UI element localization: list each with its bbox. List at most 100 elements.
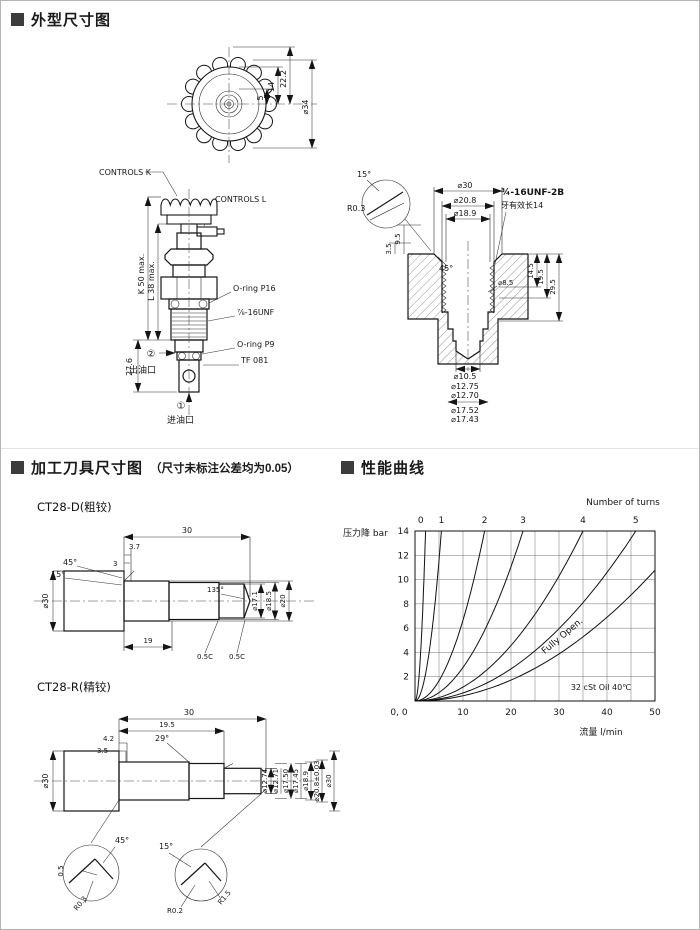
tool-fine-dim-d17-50: ⌀17.50	[282, 769, 290, 793]
cavity-thread-spec: ¾-16UNF-2B	[501, 188, 564, 198]
curve-turns-2	[414, 530, 486, 702]
tool-fine-detail-left: 45° 0.5 R0.3	[57, 836, 129, 912]
chart-fully-open-label: Fully Open.	[540, 616, 585, 656]
tool-fine-dim-4-2: 4.2	[103, 735, 114, 743]
detail-right-r0-2: R0.2	[167, 907, 183, 915]
chart-oil-annotation: 32 cSt Oil 40℃	[571, 683, 631, 692]
curve-turns-0	[414, 530, 427, 702]
cavity-dim-d8-5: ⌀8.5	[498, 279, 513, 287]
section-bullet-icon	[341, 461, 354, 474]
tool-coarse-dim-d17-1: ⌀17.1	[251, 591, 259, 611]
x-tick-label: 40	[601, 708, 613, 718]
curve-turns-4	[414, 530, 584, 702]
curve-turns-1	[414, 530, 442, 702]
tool-coarse-angle-45: 45°	[63, 558, 77, 567]
tool-coarse-view: CT28-D(粗铰) ⌀30 45° 15° 30 3.7	[34, 500, 314, 661]
x-tick-label: 50	[649, 708, 661, 718]
tool-coarse-angle-135: 135°	[207, 586, 224, 594]
tool-coarse-dim-30: 30	[182, 526, 192, 535]
y-tick-label: 2	[403, 673, 409, 683]
y-tick-label: 6	[403, 624, 409, 634]
cavity-dim-d18-9: ⌀18.9	[454, 209, 477, 218]
section-bullet-icon	[11, 13, 24, 26]
y-tick-label: 12	[398, 551, 409, 561]
x-tick-label: 30	[553, 708, 565, 718]
detail-bubble	[62, 844, 120, 902]
turns-tick-label: 4	[580, 516, 586, 526]
curve-turns-Fully Open	[414, 569, 656, 702]
section1-header: 外型尺寸图	[11, 9, 111, 30]
cavity-thread-note: 牙有效长14	[501, 200, 543, 210]
tool-coarse-dim-d18-5: ⌀18.5	[265, 591, 273, 611]
tool-coarse-title: CT28-D(粗铰)	[37, 500, 112, 514]
port1-symbol: ①	[177, 401, 186, 412]
tool-coarse-chamfer-a: 0.5C	[197, 653, 213, 661]
cavity-code-label: TF 081	[240, 356, 268, 365]
chart-x-axis-label: 流量 l/min	[579, 726, 622, 738]
valve-side-view: CONTROLS K CONTROLS L	[99, 168, 276, 426]
dim-27-6: 27.6	[125, 358, 134, 376]
cavity-dim-14-5: 14.5	[527, 263, 535, 279]
section2-header: 加工刀具尺寸图 （尺寸未标注公差均为0.05）	[11, 457, 299, 478]
tool-fine-dim-d12-74: ⌀12.74	[261, 768, 269, 793]
section-bullet-icon	[11, 461, 24, 474]
section1-title: 外型尺寸图	[31, 12, 112, 29]
knob-dim-14: 14	[267, 82, 276, 92]
tool-fine-dim-d17-45: ⌀17.45	[292, 769, 300, 793]
knob-dim-5: 5	[256, 95, 265, 100]
thread-ticks	[441, 264, 495, 314]
cavity-dim-d17-43: ⌀17.43	[451, 415, 479, 424]
cavity-dim-3-5: 3.5	[385, 243, 393, 254]
detail-left-angle-45: 45°	[115, 836, 129, 845]
cavity-angle-15: 15°	[357, 170, 371, 179]
x-tick-label: 20	[505, 708, 517, 718]
knob-dim-22-2: 22.2	[279, 70, 288, 88]
oring-p16-label: O-ring P16	[233, 284, 276, 293]
cavity-dim-d20-8: ⌀20.8	[454, 196, 477, 205]
outline-dimension-drawing: 5 14 22.2 ⌀34 CONTROLS K CONTROLS L	[99, 46, 564, 426]
tool-coarse-dim-d20: ⌀20	[279, 594, 287, 607]
tool-coarse-angle-15: 15°	[51, 570, 65, 579]
tool-fine-angle-29: 29°	[155, 734, 169, 743]
chart-frame	[414, 530, 656, 702]
tool-fine-detail-right: 15° R1.5 R0.2	[159, 842, 233, 915]
cavity-r0-3: R0.3	[347, 204, 365, 213]
detail-left-dim-0-5: 0.5	[57, 865, 65, 876]
turns-tick-label: 0	[418, 516, 424, 526]
cavity-dim-d12-70: ⌀12.70	[451, 391, 479, 400]
y-tick-label: 14	[398, 527, 410, 537]
turns-tick-label: 2	[482, 516, 488, 526]
tool-coarse-dim-d30: ⌀30	[41, 594, 50, 609]
section3-header: 性能曲线	[341, 457, 425, 478]
tool-dimension-drawing: CT28-D(粗铰) ⌀30 45° 15° 30 3.7	[34, 500, 340, 915]
y-tick-label: 8	[403, 600, 409, 610]
port2-label: 出油口	[129, 364, 156, 376]
section2-note: （尺寸未标注公差均为0.05）	[150, 462, 299, 475]
x-tick-label: 10	[457, 708, 469, 718]
tool-fine-dim-d30-shank: ⌀30	[41, 774, 50, 789]
cavity-dim-d10-5: ⌀10.5	[454, 372, 477, 381]
locknut	[164, 248, 214, 266]
cavity-dim-d30: ⌀30	[458, 181, 473, 190]
port2-symbol: ②	[147, 349, 156, 360]
knob-top-view: 5 14 22.2 ⌀34	[167, 46, 317, 163]
tool-fine-dim-d12-71: ⌀12.71	[272, 769, 280, 793]
y-tick-label: 4	[403, 648, 409, 658]
cavity-thread-ticks	[441, 264, 495, 314]
y-tick-label: 10	[398, 576, 410, 586]
detail-right-r1-5: R1.5	[216, 889, 232, 906]
tool-fine-dim-d18-9: ⌀18.9	[302, 771, 310, 791]
turns-tick-label: 1	[439, 516, 445, 526]
tool-coarse-chamfer-b: 0.5C	[229, 653, 245, 661]
tool-fine-dim-19-5: 19.5	[159, 721, 175, 729]
detail-bubble	[174, 848, 228, 902]
tool-coarse-dim-3: 3	[113, 560, 117, 568]
tool-coarse-dim-3-7: 3.7	[129, 543, 140, 551]
tool-coarse-dim-19: 19	[144, 637, 153, 645]
tool-fine-dim-d30-right: ⌀30	[325, 774, 333, 787]
chart-top-axis-label: Number of turns	[586, 498, 660, 508]
tool-fine-dim-3-5: 3.5	[97, 747, 108, 755]
detail-left-r0-3: R0.3	[72, 895, 88, 912]
dim-k-max: K 50 max.	[137, 254, 146, 294]
